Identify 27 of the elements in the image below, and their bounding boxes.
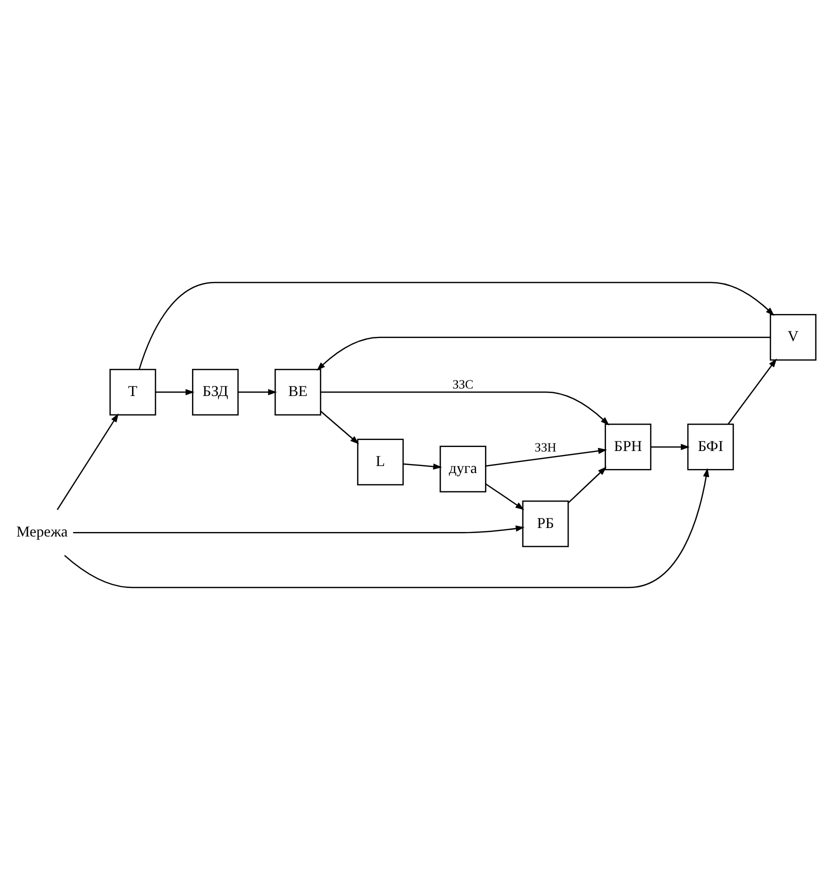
- arrow: [485, 483, 524, 510]
- arrow: [320, 410, 360, 444]
- node-text: Мережа: [16, 524, 68, 541]
- arrow: [56, 413, 119, 510]
- edge-label: ЗЗН: [534, 440, 556, 454]
- node-box: БЗД: [192, 368, 239, 416]
- arrow: [73, 525, 525, 534]
- arrow: [64, 468, 710, 588]
- node-box: БФІ: [687, 424, 734, 470]
- node-box: дуга: [440, 446, 486, 492]
- edge-label: ЗЗС: [452, 377, 474, 392]
- node-box: BE: [274, 368, 322, 416]
- arrow: [238, 389, 277, 396]
- node-box: L: [357, 438, 404, 486]
- arrow: [728, 358, 777, 425]
- node-box: V: [770, 314, 816, 361]
- arrow: [650, 444, 690, 450]
- arrow: [320, 392, 610, 426]
- arrow: [156, 389, 194, 396]
- node-box: Т: [109, 368, 156, 416]
- node-box: РБ: [522, 500, 569, 548]
- arrow: [486, 448, 608, 467]
- arrow: [568, 466, 607, 504]
- arrow: [316, 336, 770, 371]
- arrow: [403, 463, 442, 470]
- arrow: [138, 282, 774, 370]
- node-box: БРН: [604, 424, 652, 470]
